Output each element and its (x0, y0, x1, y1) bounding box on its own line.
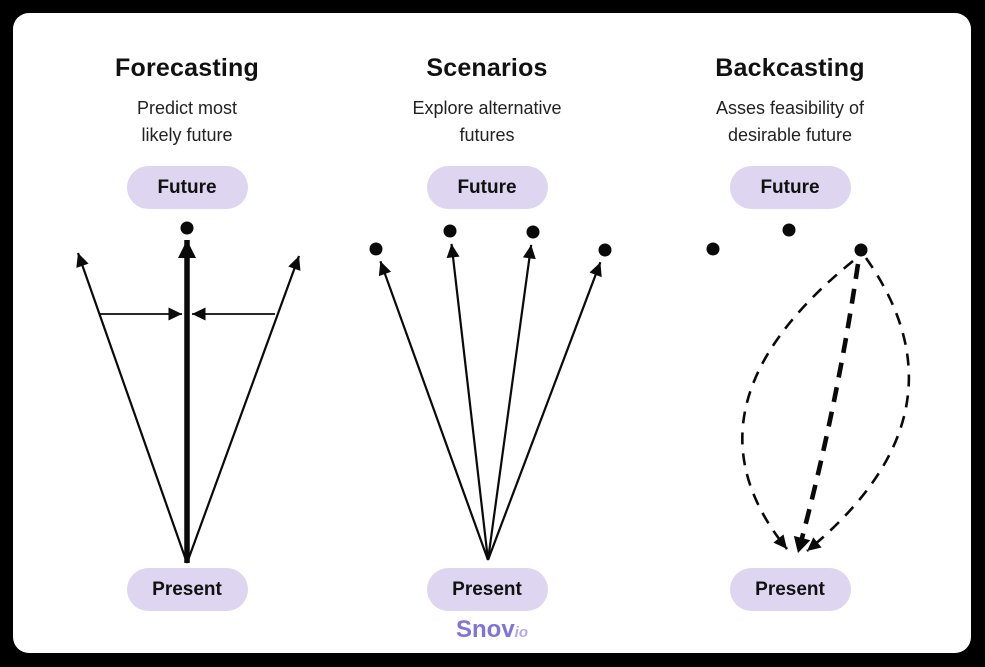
backcasting-diagram (706, 223, 911, 554)
scenario-arrow (486, 244, 536, 561)
backcast-path-left (741, 259, 854, 550)
snov-io-logo: Snovio (13, 616, 971, 644)
panel-scenarios: Scenarios Explore alternative futures Fu… (337, 43, 637, 623)
desirable-future-dot (854, 243, 868, 257)
present-pill: Present (126, 568, 248, 611)
subtitle-line: Explore alternative (412, 98, 562, 118)
forecasting-diagram (76, 221, 301, 564)
scenarios-diagram (369, 224, 612, 561)
future-pill: Future (729, 166, 851, 209)
panel-forecasting: Forecasting Predict most likely future F… (37, 43, 337, 623)
alternative-future-dot (443, 224, 457, 238)
scenario-arrow (378, 260, 490, 561)
panel-subtitle: Predict most likely future (37, 95, 337, 149)
future-pill: Future (426, 166, 548, 209)
logo-suffix: io (514, 624, 529, 641)
backcast-path-right (806, 257, 911, 553)
subtitle-line: likely future (141, 125, 233, 145)
logo-text: Snov (455, 616, 515, 643)
panel-subtitle: Explore alternative futures (337, 95, 637, 149)
right-divergent-arrow (185, 255, 301, 564)
scenario-arrow (446, 243, 490, 561)
panel-subtitle: Asses feasibility of desirable future (640, 95, 940, 149)
present-pill: Present (729, 568, 851, 611)
subtitle-line: Predict most (136, 98, 238, 118)
panel-title: Scenarios (426, 54, 548, 82)
panel-backcasting: Backcasting Asses feasibility of desirab… (640, 43, 940, 623)
alternative-future-dot (598, 243, 612, 257)
backcast-path-main (793, 263, 861, 554)
scenario-arrow (486, 261, 602, 561)
subtitle-line: desirable future (727, 125, 853, 145)
panel-title: Backcasting (715, 54, 865, 82)
possible-future-dot (782, 223, 796, 237)
present-pill: Present (426, 568, 548, 611)
most-likely-future-dot (180, 221, 194, 235)
left-divergent-arrow (76, 252, 189, 564)
content-card: Forecasting Predict most likely future F… (13, 13, 971, 653)
possible-future-dot (706, 242, 720, 256)
alternative-future-dot (526, 225, 540, 239)
subtitle-line: Asses feasibility of (715, 98, 865, 118)
subtitle-line: futures (459, 125, 515, 145)
alternative-future-dot (369, 242, 383, 256)
future-pill: Future (126, 166, 248, 209)
panel-title: Forecasting (115, 54, 259, 82)
